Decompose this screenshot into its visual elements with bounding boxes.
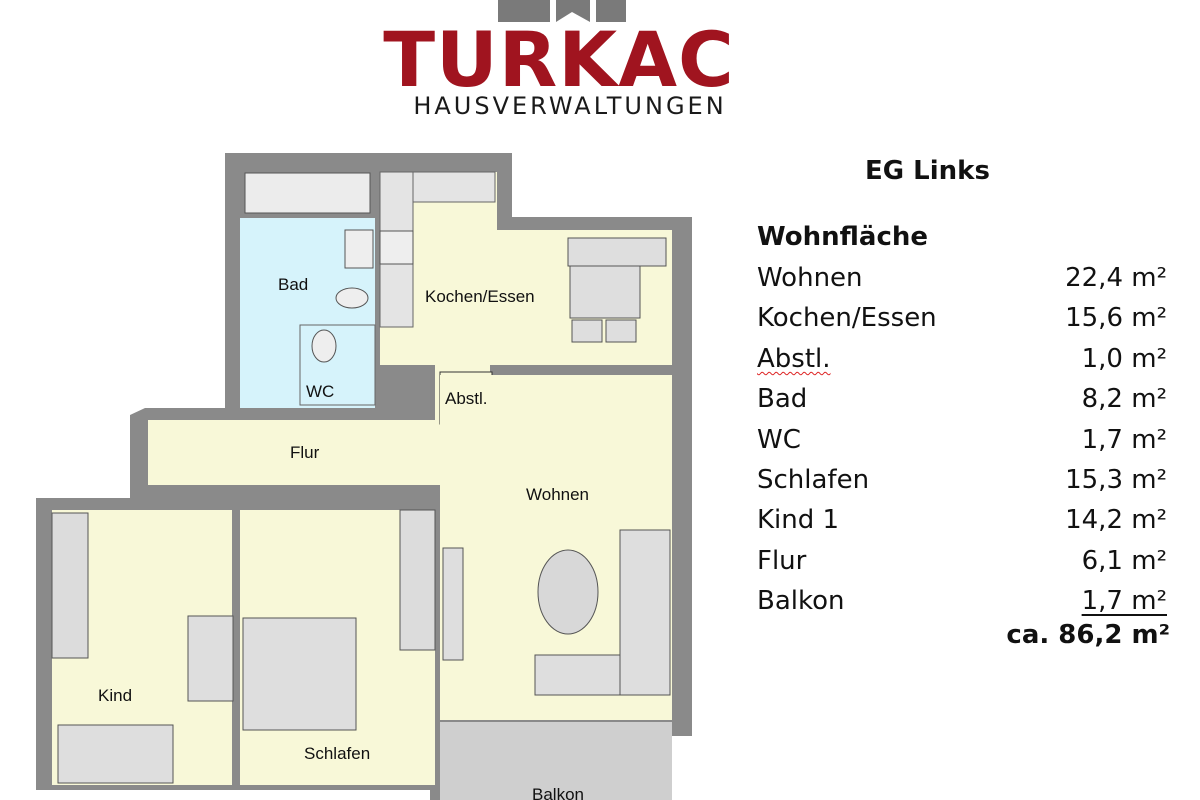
area-name: Schlafen — [757, 464, 870, 495]
hallway-floor — [148, 365, 490, 485]
furniture — [51, 229, 671, 784]
bedroom-wardrobe — [399, 509, 436, 651]
area-row: Schlafen 15,3 m² — [755, 460, 1167, 500]
area-value: 14,2 m² — [1065, 505, 1167, 536]
area-row: Kochen/Essen 15,6 m² — [755, 298, 1167, 338]
child-desk — [187, 615, 234, 702]
area-value: 1,0 m² — [1081, 343, 1167, 374]
area-value: 1,7 m² — [1081, 586, 1167, 617]
area-row: Wohnen 22,4 m² — [755, 258, 1167, 298]
area-row: WC 1,7 m² — [755, 420, 1167, 460]
area-name: WC — [757, 424, 801, 455]
room-label-kind: Kind — [98, 686, 132, 705]
company-logo — [498, 0, 626, 22]
double-bed — [242, 617, 357, 731]
area-value: 22,4 m² — [1065, 263, 1167, 293]
living-area-heading: Wohnfläche — [757, 222, 929, 252]
toilet-wc — [311, 329, 337, 363]
room-label-bad: Bad — [278, 275, 308, 294]
room-label-flur: Flur — [290, 443, 320, 462]
area-row: Flur 6,1 m² — [755, 541, 1167, 581]
area-value: 6,1 m² — [1081, 545, 1167, 576]
area-name: Kind 1 — [757, 505, 840, 536]
wc-floor — [299, 324, 376, 406]
room-label-wc: WC — [306, 382, 334, 401]
area-list: Wohnen 22,4 m² Kochen/Essen 15,6 m² Abstl.… — [755, 258, 1167, 622]
floor-plan: Bad Kochen/Essen WC Abstl. Flur Wohnen K… — [36, 153, 692, 800]
sink-bath — [344, 229, 374, 269]
balcony-floor — [440, 722, 672, 800]
area-value: 15,6 m² — [1065, 303, 1167, 334]
dining-chair-1 — [571, 319, 603, 343]
area-row: Balkon 1,7 m² — [755, 581, 1167, 621]
total-area: ca. 86,2 m² — [1006, 620, 1170, 650]
logo-subtitle: HAUSVERWALTUNGEN — [413, 92, 727, 120]
dining-table — [569, 265, 641, 319]
stove — [379, 230, 414, 265]
area-name: Balkon — [757, 586, 845, 617]
child-wardrobe — [51, 512, 89, 659]
area-value: 15,3 m² — [1065, 464, 1167, 495]
area-value: 8,2 m² — [1081, 384, 1167, 415]
room-label-kochen-essen: Kochen/Essen — [425, 287, 535, 306]
area-name: Kochen/Essen — [757, 303, 937, 334]
area-row: Bad 8,2 m² — [755, 379, 1167, 419]
kitchen-counter-top — [412, 171, 496, 203]
unit-title: EG Links — [865, 156, 990, 186]
area-row: Kind 1 14,2 m² — [755, 500, 1167, 540]
toilet-bath — [335, 287, 369, 309]
logo-wordmark: TURKAC — [383, 15, 735, 104]
sofa-side — [619, 529, 671, 696]
house-roof-icon — [498, 0, 626, 22]
room-label-wohnen: Wohnen — [526, 485, 589, 504]
area-name: Flur — [757, 545, 807, 576]
area-row: Abstl. 1,0 m² — [755, 339, 1167, 379]
bench — [567, 237, 667, 267]
area-value: 1,7 m² — [1081, 424, 1167, 455]
area-name: Abstl. — [757, 343, 831, 374]
room-label-abstl: Abstl. — [445, 389, 488, 408]
bathtub — [244, 172, 371, 214]
room-label-schlafen: Schlafen — [304, 744, 370, 763]
area-name: Wohnen — [757, 263, 863, 293]
room-label-balkon: Balkon — [532, 785, 584, 800]
tv-unit — [442, 547, 464, 661]
child-bed — [57, 724, 174, 784]
area-name: Bad — [757, 384, 808, 415]
coffee-table — [537, 549, 599, 635]
dining-chair-2 — [605, 319, 637, 343]
